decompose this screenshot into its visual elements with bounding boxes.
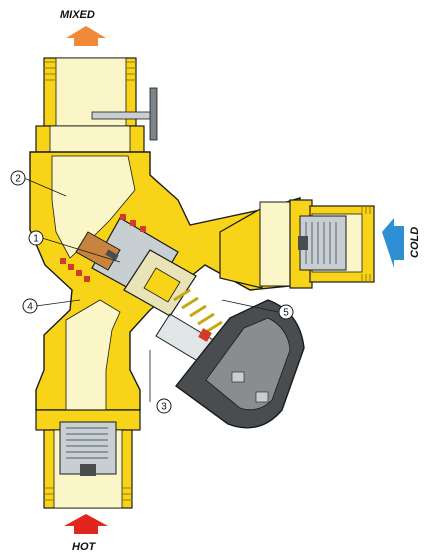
callout-5: 5 [278, 304, 294, 320]
hot-label: HOT [72, 541, 97, 553]
callout-1: 1 [28, 230, 44, 246]
mixed-label: MIXED [60, 9, 95, 21]
svg-text:3: 3 [161, 402, 167, 413]
temperature-control-knob [174, 299, 305, 429]
callouts [23, 177, 279, 402]
mixed-outlet-arrow [66, 26, 106, 46]
callout-3: 3 [156, 398, 172, 414]
cold-label: COLD [409, 227, 421, 258]
hot-inlet-arrow [64, 514, 108, 534]
callout-2: 2 [10, 170, 26, 186]
svg-text:5: 5 [283, 308, 289, 319]
cold-inlet-arrow [382, 218, 404, 268]
callout-4: 4 [22, 298, 38, 314]
svg-text:4: 4 [27, 302, 33, 313]
svg-text:1: 1 [33, 234, 39, 245]
thermostatic-cartridge [60, 214, 251, 385]
svg-text:2: 2 [15, 174, 21, 185]
hot-inlet-fitting [35, 409, 141, 509]
cold-inlet-fitting [219, 199, 375, 289]
